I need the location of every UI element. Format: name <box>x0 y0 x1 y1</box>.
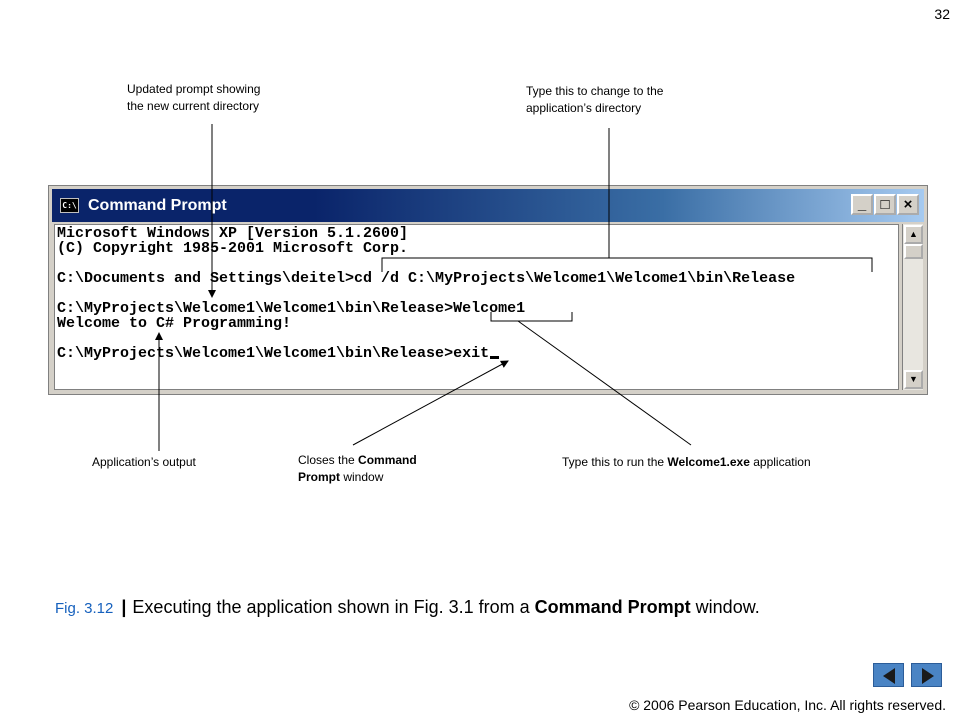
previous-slide-button[interactable] <box>873 663 904 687</box>
maximize-button[interactable]: □ <box>874 194 896 215</box>
annotation-run-app: Type this to run the Welcome1.exe applic… <box>562 454 811 471</box>
console-line: Welcome to C# Programming! <box>57 315 292 332</box>
window-titlebar[interactable]: C:\ Command Prompt _ □ × <box>52 189 924 222</box>
triangle-left-icon <box>883 668 895 684</box>
console-line: C:\MyProjects\Welcome1\Welcome1\bin\Rele… <box>57 345 490 362</box>
next-slide-button[interactable] <box>911 663 942 687</box>
caption-separator: | <box>121 597 127 617</box>
caption-text-pre: Executing the application shown in Fig. … <box>132 597 535 617</box>
figure-number: Fig. 3.12 <box>55 600 114 617</box>
scroll-thumb[interactable] <box>904 244 923 259</box>
annotation-updated-prompt: Updated prompt showing the new current d… <box>127 81 260 115</box>
annotation-closes-bold1: Command <box>358 453 417 467</box>
console-line: Microsoft Windows XP [Version 5.1.2600] <box>57 225 409 242</box>
annotation-change-directory-line2: application’s directory <box>526 101 642 115</box>
copyright-notice: © 2006 Pearson Education, Inc. All right… <box>629 697 946 713</box>
vertical-scrollbar[interactable]: ▲ ▼ <box>902 224 923 390</box>
annotation-run-pre: Type this to run the <box>562 455 668 469</box>
change-directory-bracket <box>381 257 873 272</box>
command-prompt-window: C:\ Command Prompt _ □ × Microsoft Windo… <box>48 185 928 395</box>
console-line: C:\Documents and Settings\deitel>cd /d C… <box>57 270 796 287</box>
console-area[interactable]: Microsoft Windows XP [Version 5.1.2600](… <box>54 224 899 390</box>
minimize-button[interactable]: _ <box>851 194 873 215</box>
run-app-bracket <box>490 312 573 322</box>
annotation-change-directory-line1: Type this to change to the <box>526 84 664 98</box>
annotation-closes-pre: Closes the <box>298 453 359 467</box>
annotation-updated-prompt-line1: Updated prompt showing <box>127 82 261 96</box>
page-number: 32 <box>934 6 950 22</box>
console-line: C:\MyProjects\Welcome1\Welcome1\bin\Rele… <box>57 300 526 317</box>
window-title: Command Prompt <box>88 197 227 214</box>
text-cursor <box>490 356 500 359</box>
annotation-run-bold: Welcome1.exe <box>667 455 750 469</box>
caption-text-post: window. <box>690 597 760 617</box>
triangle-right-icon <box>922 668 934 684</box>
closes-window-arrow <box>352 360 509 446</box>
annotation-run-post: application <box>749 455 811 469</box>
annotation-closes-bold2: Prompt <box>298 470 340 484</box>
scroll-down-icon[interactable]: ▼ <box>904 370 923 389</box>
caption-text-bold: Command Prompt <box>534 597 691 617</box>
scroll-up-icon[interactable]: ▲ <box>904 225 923 244</box>
console-line: (C) Copyright 1985-2001 Microsoft Corp. <box>57 240 409 257</box>
annotation-closes-window: Closes the Command Prompt window <box>298 452 417 486</box>
run-app-line <box>517 320 692 446</box>
figure-caption: Fig. 3.12 |Executing the application show… <box>55 597 760 618</box>
annotation-closes-post: window <box>340 470 384 484</box>
annotation-application-output: Application’s output <box>92 455 196 469</box>
close-button[interactable]: × <box>897 194 919 215</box>
annotation-change-directory: Type this to change to the application’s… <box>526 83 663 117</box>
cmd-app-icon[interactable]: C:\ <box>60 198 79 213</box>
annotation-updated-prompt-line2: the new current directory <box>127 99 260 113</box>
console-line-last: C:\MyProjects\Welcome1\Welcome1\bin\Rele… <box>57 346 900 361</box>
console-text[interactable]: Microsoft Windows XP [Version 5.1.2600](… <box>55 225 900 391</box>
